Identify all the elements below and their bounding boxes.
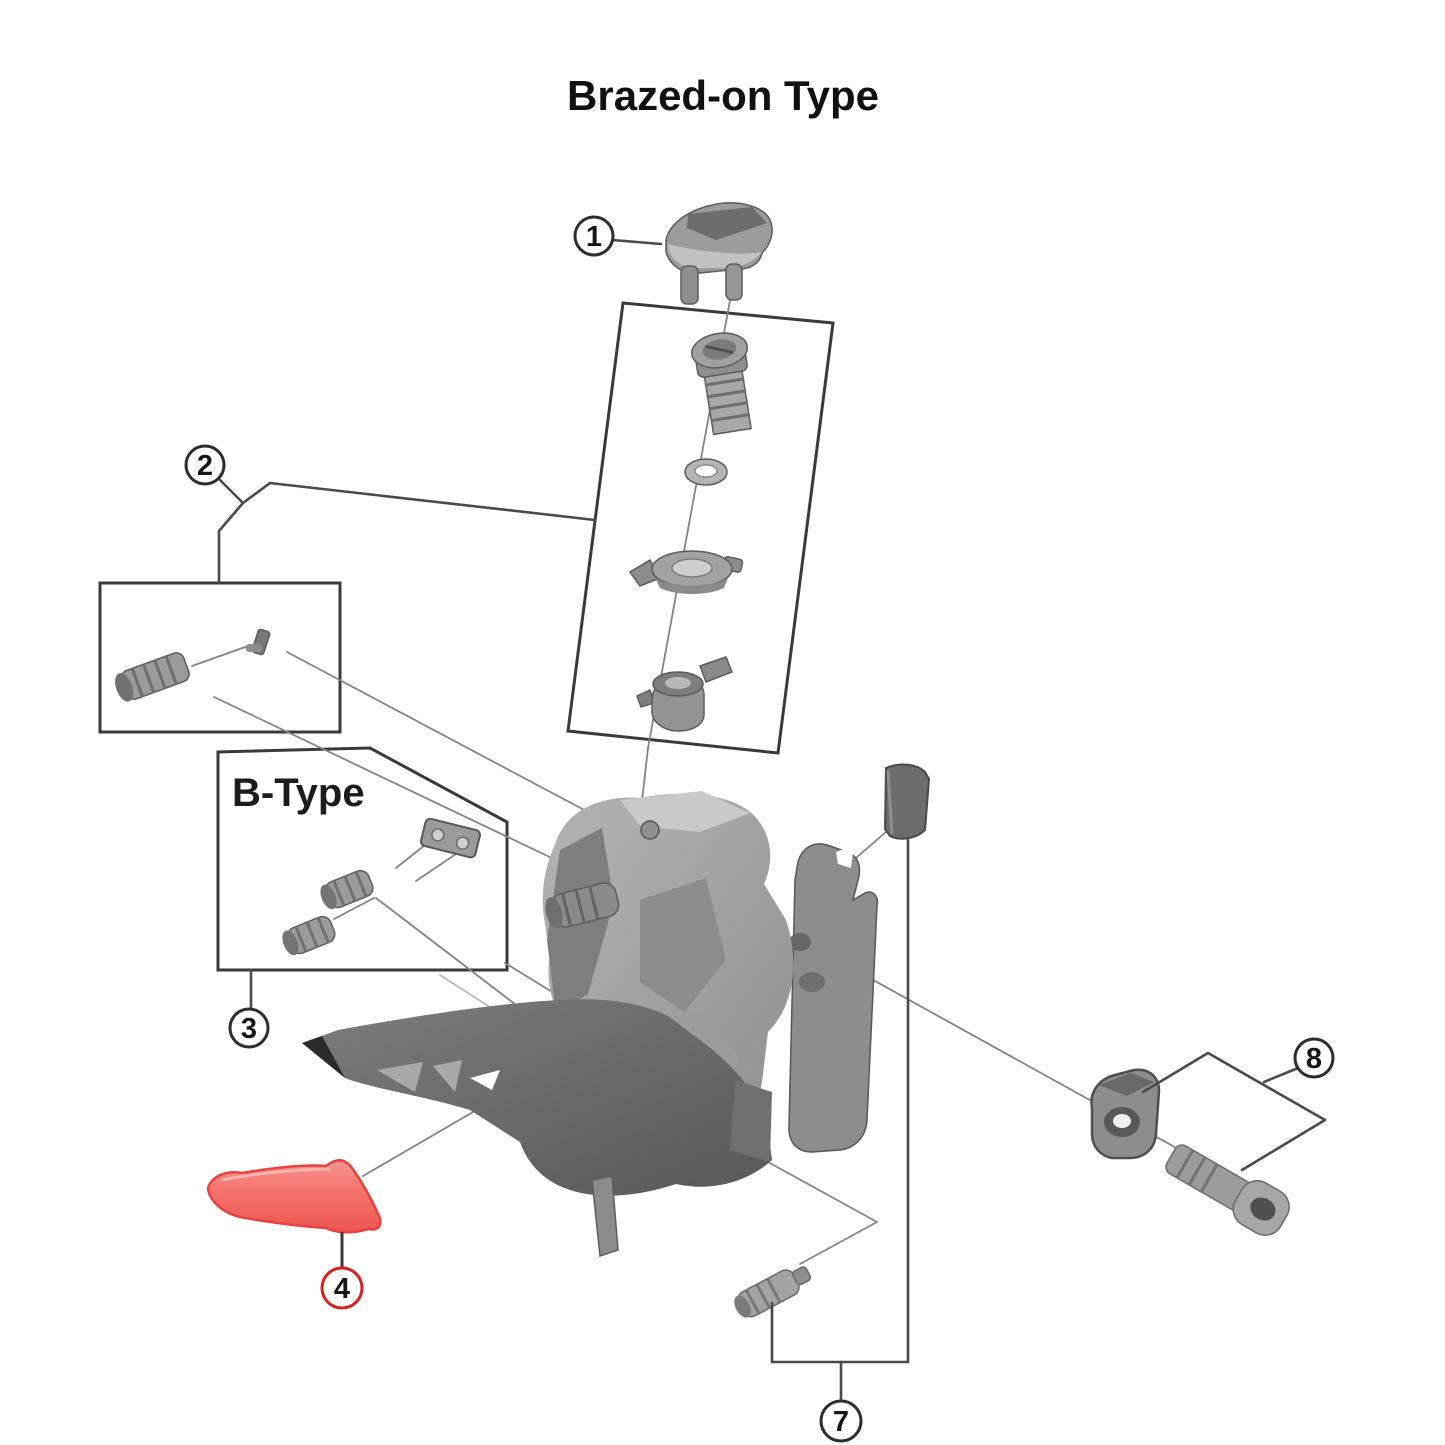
cage-inner-plate-tail (591, 1175, 619, 1258)
bolt-washer (684, 458, 728, 486)
support-bolt (734, 1266, 812, 1318)
callout-1: 1 (573, 215, 615, 257)
b-type-box (216, 746, 509, 972)
mounting-nut (1090, 1068, 1161, 1160)
chain-guide-cage (302, 999, 772, 1196)
mount-bracket (788, 843, 879, 1153)
cover-cap-part (665, 202, 773, 305)
front-derailleur-body (302, 791, 879, 1258)
bolt-assembly-box (566, 301, 835, 755)
cable-clip (246, 628, 271, 656)
cable-fixing-bolt (690, 332, 752, 436)
b-type-barrel-1 (320, 869, 374, 910)
skid-plate-highlight (221, 1167, 331, 1182)
callout-4-red: 4 (320, 1266, 364, 1310)
cable-fixing-plate (628, 550, 744, 594)
mounting-bolt (1165, 1144, 1290, 1236)
callout-2: 2 (184, 444, 226, 486)
callout-4-number: 4 (334, 1273, 350, 1305)
callout-3: 3 (228, 1007, 270, 1049)
callout-3-number: 3 (241, 1013, 257, 1045)
barrel-adjuster (545, 882, 620, 929)
outer-casing-cap (115, 652, 190, 702)
callout-8: 8 (1293, 1037, 1335, 1079)
b-type-barrel-2 (282, 915, 336, 956)
callout-1-number: 1 (586, 221, 602, 253)
leader-lines (216, 238, 1327, 1402)
callout-8-number: 8 (1306, 1043, 1322, 1075)
cable-parts-box (98, 581, 342, 734)
skid-plate-red-part (206, 1159, 382, 1234)
b-type-plate (419, 817, 481, 859)
page-title: Brazed-on Type (567, 72, 879, 119)
pinch-bolt-head (640, 820, 660, 840)
callout-7: 7 (819, 1399, 863, 1443)
callout-2-number: 2 (197, 450, 213, 482)
callout-7-number: 7 (833, 1406, 849, 1438)
cam-stopper-unit (636, 656, 733, 732)
backup-plate (883, 763, 931, 840)
b-type-label: B-Type (232, 771, 365, 815)
